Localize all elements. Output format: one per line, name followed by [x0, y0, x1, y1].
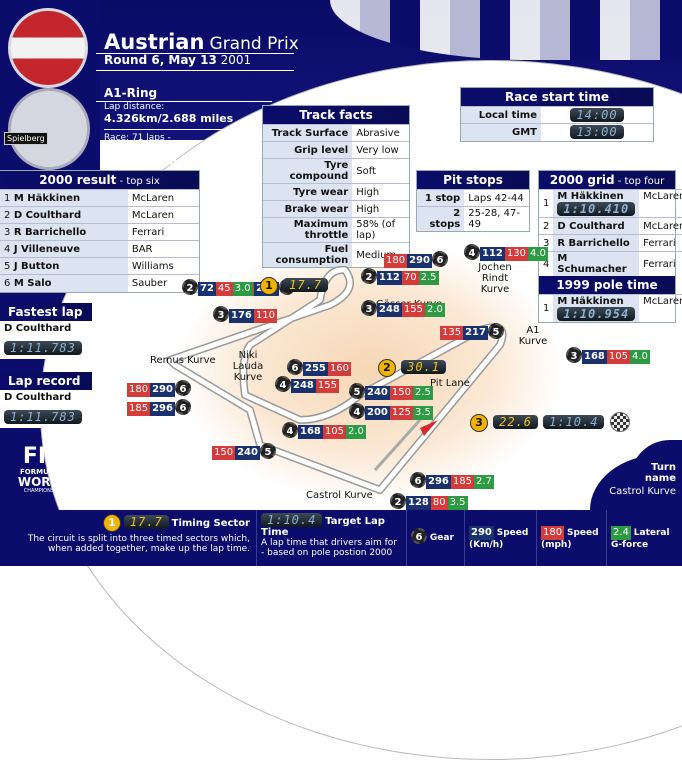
lap-info: Lap distance:4.326km/2.688 miles Race: 7…	[104, 102, 244, 170]
target-lap-display: 1:10.4	[543, 415, 605, 429]
corner-label-remus: Remus Kurve	[150, 355, 216, 366]
fia-logo: FIA FORMULA 1 WORLD CHAMPIONSHIP	[17, 444, 69, 495]
corner-label-castrol: Castrol Kurve	[306, 490, 373, 501]
corner-label-a1: A1 Kurve	[518, 325, 548, 347]
sector-3-marker: 3 22.6 1:10.4	[470, 411, 630, 432]
legend-bar: 1 17.7 Timing Sector The circuit is spli…	[0, 510, 682, 566]
venue-name: A1-Ring	[104, 86, 158, 100]
sector-2-marker: 2 30.1	[378, 356, 446, 377]
page-title: Austrian Grand Prix	[104, 30, 299, 54]
circuit-map	[166, 265, 507, 494]
corner-label-niki: Niki Lauda Kurve	[232, 350, 264, 383]
round-info: Round 6, May 13 2001	[104, 53, 252, 67]
turn-name-legend: Turn name Castrol Kurve	[609, 462, 676, 497]
locator-map	[8, 88, 90, 170]
pit-lane-label: Pit Lane	[430, 378, 470, 389]
sector-1-marker: 1 17.7	[260, 274, 328, 295]
fastest-lap-panel: Fastest lap D Coulthard 1:11.783	[0, 303, 92, 359]
lap-record-panel: Lap record D Coulthard 1:11.783	[0, 372, 92, 428]
corner-label-jochen: Jochen Rindt Kurve	[478, 262, 512, 295]
austria-flag-icon	[8, 8, 88, 88]
chequered-flag-icon	[609, 411, 630, 432]
map-tag: Spielberg	[4, 132, 48, 145]
